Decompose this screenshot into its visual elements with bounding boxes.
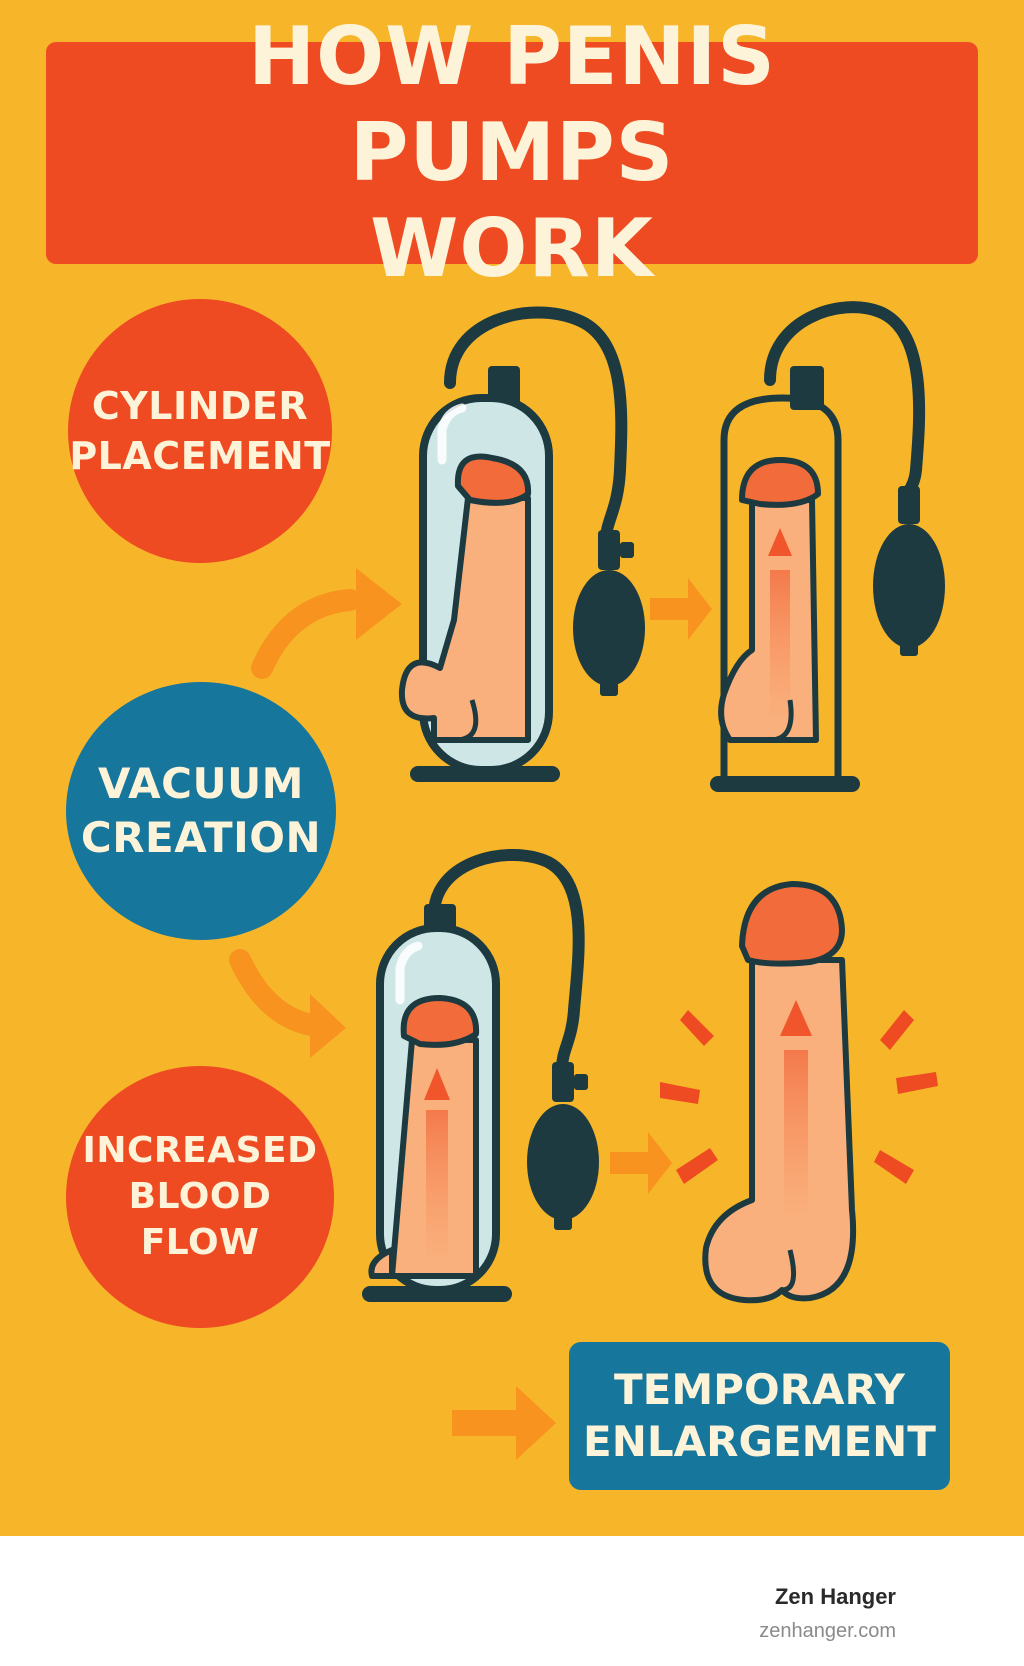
vacuum-pump-illustration xyxy=(710,301,945,792)
step-label: CYLINDER PLACEMENT xyxy=(69,384,331,478)
step-circle-cylinder-placement: CYLINDER PLACEMENT xyxy=(68,299,332,563)
step-circle-vacuum-creation: VACUUM CREATION xyxy=(66,682,336,940)
hand-pump-bulb-icon xyxy=(873,524,945,648)
arrow-icon xyxy=(229,949,329,1037)
arrow-icon xyxy=(452,1386,556,1460)
arrow-icon xyxy=(610,1132,672,1194)
step-label: VACUUM CREATION xyxy=(80,759,322,862)
result-box-temporary-enlargement: TEMPORARY ENLARGEMENT xyxy=(569,1342,950,1490)
enlarged-result-illustration xyxy=(702,881,856,1304)
illustrations xyxy=(229,301,945,1460)
step-label: INCREASED BLOOD FLOW xyxy=(82,1130,318,1263)
footer: Zen Hanger zenhanger.com xyxy=(0,1536,1024,1666)
result-label: TEMPORARY ENLARGEMENT xyxy=(583,1365,936,1466)
arrow-icon xyxy=(650,578,712,640)
vacuum-pump-illustration xyxy=(398,306,645,782)
brand-name: Zen Hanger xyxy=(774,1584,896,1609)
step-circle-increased-blood-flow: INCREASED BLOOD FLOW xyxy=(66,1066,334,1328)
brand-url[interactable]: zenhanger.com xyxy=(759,1620,896,1642)
burst-lines-icon xyxy=(660,1010,938,1184)
vacuum-pump-illustration xyxy=(362,849,599,1302)
page-title: HOW PENIS PUMPS WORK xyxy=(248,10,776,295)
title-banner: HOW PENIS PUMPS WORK xyxy=(46,10,978,295)
infographic-poster: HOW PENIS PUMPS WORK CYLINDER PLACEMENT … xyxy=(0,0,1024,1536)
hand-pump-bulb-icon xyxy=(527,1104,599,1220)
arrow-icon xyxy=(310,994,346,1058)
arrow-icon xyxy=(356,568,402,640)
arrow-icon xyxy=(251,589,361,679)
hand-pump-bulb-icon xyxy=(573,570,645,686)
